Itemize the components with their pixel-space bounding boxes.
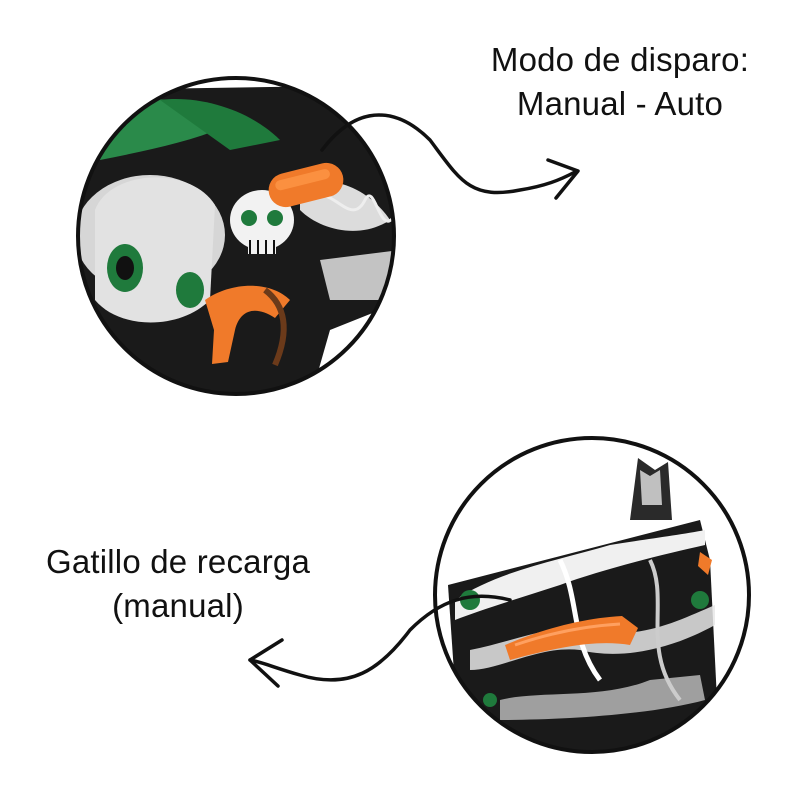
- arrow-to-fire-mode: [320, 113, 580, 200]
- fire-mode-closeup: [76, 76, 396, 396]
- fire-mode-label-line1: Modo de disparo:: [490, 41, 750, 78]
- closeup-frame-top: [76, 76, 396, 396]
- reload-lever: [505, 616, 638, 660]
- fire-mode-label: Modo de disparo: Manual - Auto: [460, 38, 780, 126]
- reload-trigger-label: Gatillo de recarga (manual): [18, 540, 338, 628]
- fire-mode-switch: [268, 162, 344, 208]
- fire-mode-label-line2: Manual - Auto: [516, 85, 724, 122]
- closeup-frame-bottom: [433, 436, 751, 754]
- reload-trigger-label-line2: (manual): [112, 587, 244, 624]
- skull-graphic-large: [78, 175, 225, 323]
- reload-trigger-label-line1: Gatillo de recarga: [45, 543, 311, 580]
- trigger-part: [205, 285, 290, 367]
- reload-trigger-closeup: [433, 436, 751, 754]
- arrow-to-reload-label: [248, 594, 512, 688]
